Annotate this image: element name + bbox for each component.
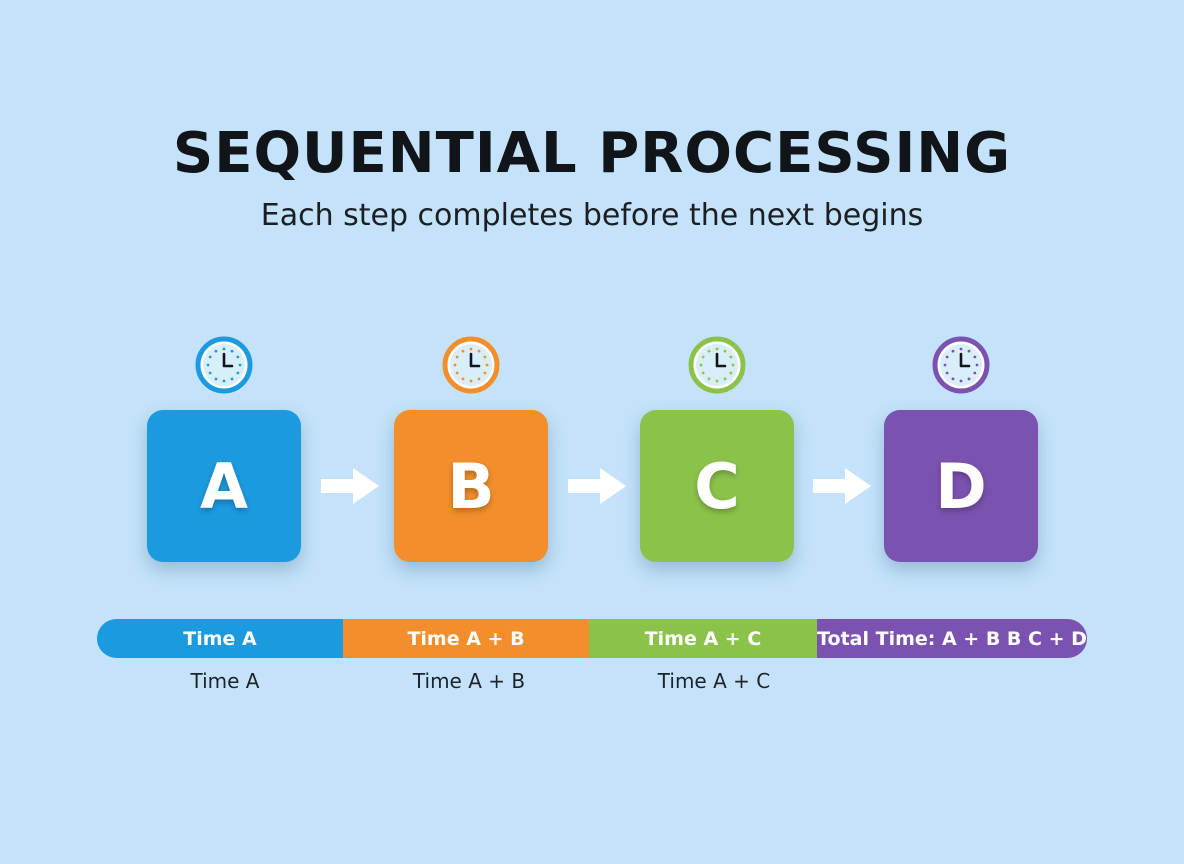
timeline-caption-a: Time A: [190, 669, 260, 693]
clock-tick: [973, 371, 977, 375]
clock-tick: [951, 377, 955, 381]
clock-tick: [723, 349, 727, 353]
clock-tick: [699, 363, 703, 367]
timeline-segment-c: Time A + C: [589, 619, 817, 658]
clock-tick: [707, 377, 711, 381]
timeline-caption-c: Time A + C: [657, 669, 771, 693]
page-subtitle: Each step completes before the next begi…: [260, 198, 924, 233]
clock-icon-b: [442, 336, 500, 394]
clock-tick: [214, 349, 218, 353]
clock-icon-d: [932, 336, 990, 394]
clock-tick: [238, 363, 242, 367]
step-label-c: C: [694, 449, 740, 523]
step-label-b: B: [447, 449, 495, 523]
clock-tick: [208, 371, 212, 375]
clock-tick: [461, 349, 465, 353]
clock-tick: [945, 355, 949, 359]
clock-tick: [455, 355, 459, 359]
arrow-right-icon: [813, 468, 871, 504]
clock-tick: [973, 355, 977, 359]
clock-tick: [208, 355, 212, 359]
step-label-a: A: [200, 449, 248, 523]
clock-tick: [951, 349, 955, 353]
clock-tick: [469, 347, 473, 351]
clock-tick: [483, 371, 487, 375]
clock-tick: [967, 349, 971, 353]
clock-tick: [945, 371, 949, 375]
clock-tick: [477, 377, 481, 381]
clock-tick: [483, 355, 487, 359]
clock-tick: [236, 355, 240, 359]
clock-tick: [707, 349, 711, 353]
clock-tick: [959, 379, 963, 383]
timeline-bar: Time A Time A + B Time A + C Total Time:…: [97, 619, 1087, 658]
clock-tick: [729, 355, 733, 359]
clock-tick: [731, 363, 735, 367]
clock-tick: [975, 363, 979, 367]
clock-tick: [701, 355, 705, 359]
clock-tick: [236, 371, 240, 375]
clock-tick: [230, 349, 234, 353]
arrow-right-icon: [321, 468, 379, 504]
clock-tick: [455, 371, 459, 375]
clock-tick: [214, 377, 218, 381]
step-box-c: C: [640, 410, 794, 562]
clock-tick: [222, 379, 226, 383]
clock-tick: [715, 347, 719, 351]
clock-icon-a: [195, 336, 253, 394]
clock-tick: [943, 363, 947, 367]
clock-tick: [230, 377, 234, 381]
clock-tick: [485, 363, 489, 367]
page-title: SEQUENTIAL PROCESSING: [172, 121, 1012, 186]
clock-icon-c: [688, 336, 746, 394]
step-label-d: D: [935, 449, 987, 523]
clock-tick: [729, 371, 733, 375]
clock-tick: [715, 379, 719, 383]
clock-tick: [959, 347, 963, 351]
clock-tick: [461, 377, 465, 381]
clock-tick: [469, 379, 473, 383]
clock-tick: [453, 363, 457, 367]
arrow-right-icon: [568, 468, 626, 504]
timeline-segment-b: Time A + B: [343, 619, 589, 658]
step-box-d: D: [884, 410, 1038, 562]
timeline-caption-b: Time A + B: [412, 669, 526, 693]
clock-tick: [222, 347, 226, 351]
clock-tick: [723, 377, 727, 381]
clock-tick: [206, 363, 210, 367]
clock-tick: [701, 371, 705, 375]
step-box-a: A: [147, 410, 301, 562]
timeline-segment-a: Time A: [97, 619, 343, 658]
timeline-segment-total: Total Time: A + B B C + D: [817, 619, 1087, 658]
clock-tick: [967, 377, 971, 381]
step-box-b: B: [394, 410, 548, 562]
clock-tick: [477, 349, 481, 353]
